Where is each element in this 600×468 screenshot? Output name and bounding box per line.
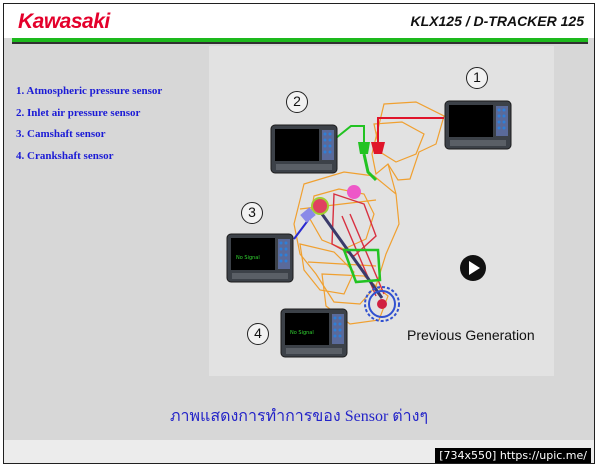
model-title: KLX125 / D-TRACKER 125 — [410, 13, 585, 29]
sensor-1-connector — [371, 142, 385, 154]
sensor-item-camshaft: 3. Camshaft sensor — [16, 128, 106, 140]
wire-monitor-1 — [377, 117, 444, 142]
header: Kawasaki KLX125 / D-TRACKER 125 — [4, 4, 594, 38]
sensor-item-inlet-air: 2. Inlet air pressure sensor — [16, 106, 141, 119]
monitor-4: No Signal — [280, 308, 348, 358]
monitor-3: No Signal — [226, 233, 294, 283]
sensor-list: 1. Atmospheric pressure sensor 2. Inlet … — [16, 84, 162, 170]
previous-generation-label: Previous Generation — [407, 327, 535, 343]
monitor-1-number: 1 — [466, 67, 488, 89]
slide-caption: ภาพแสดงการทำการของ Sensor ต่างๆ — [169, 408, 429, 425]
monitor-1 — [444, 100, 512, 150]
monitor-4-number: 4 — [247, 323, 269, 345]
sensor-2-pipe — [362, 153, 378, 182]
sensor-item-crankshaft: 4. Crankshaft sensor — [16, 149, 114, 162]
crank-gear — [364, 286, 400, 322]
camshaft-sprocket — [311, 197, 329, 215]
connecting-rod — [320, 213, 384, 299]
wire-monitor-2 — [335, 125, 365, 142]
sensor-2-connector — [358, 142, 370, 154]
camshaft-lobe — [347, 185, 361, 199]
image-size-badge: [734x550] https://upic.me/ — [435, 448, 591, 463]
sensor-item-atmospheric: 1. Atmospheric pressure sensor — [16, 85, 163, 97]
monitor-3-screen-text: No Signal — [236, 255, 260, 261]
monitor-3-number: 3 — [241, 202, 263, 224]
monitor-2 — [270, 124, 338, 174]
engine-diagram — [293, 101, 445, 325]
monitor-4-screen-text: No Signal — [290, 330, 314, 336]
monitor-2-number: 2 — [286, 91, 308, 113]
header-divider-green — [12, 38, 588, 42]
play-icon[interactable] — [459, 254, 487, 282]
header-divider-dark — [12, 42, 588, 44]
crankcase-highlight — [342, 248, 382, 284]
slide-frame: Kawasaki KLX125 / D-TRACKER 125 1. Atmos… — [3, 3, 595, 464]
footer: [734x550] https://upic.me/ — [4, 440, 594, 463]
sensor-3-connector — [300, 207, 316, 223]
brand-logo: Kawasaki — [18, 10, 110, 33]
